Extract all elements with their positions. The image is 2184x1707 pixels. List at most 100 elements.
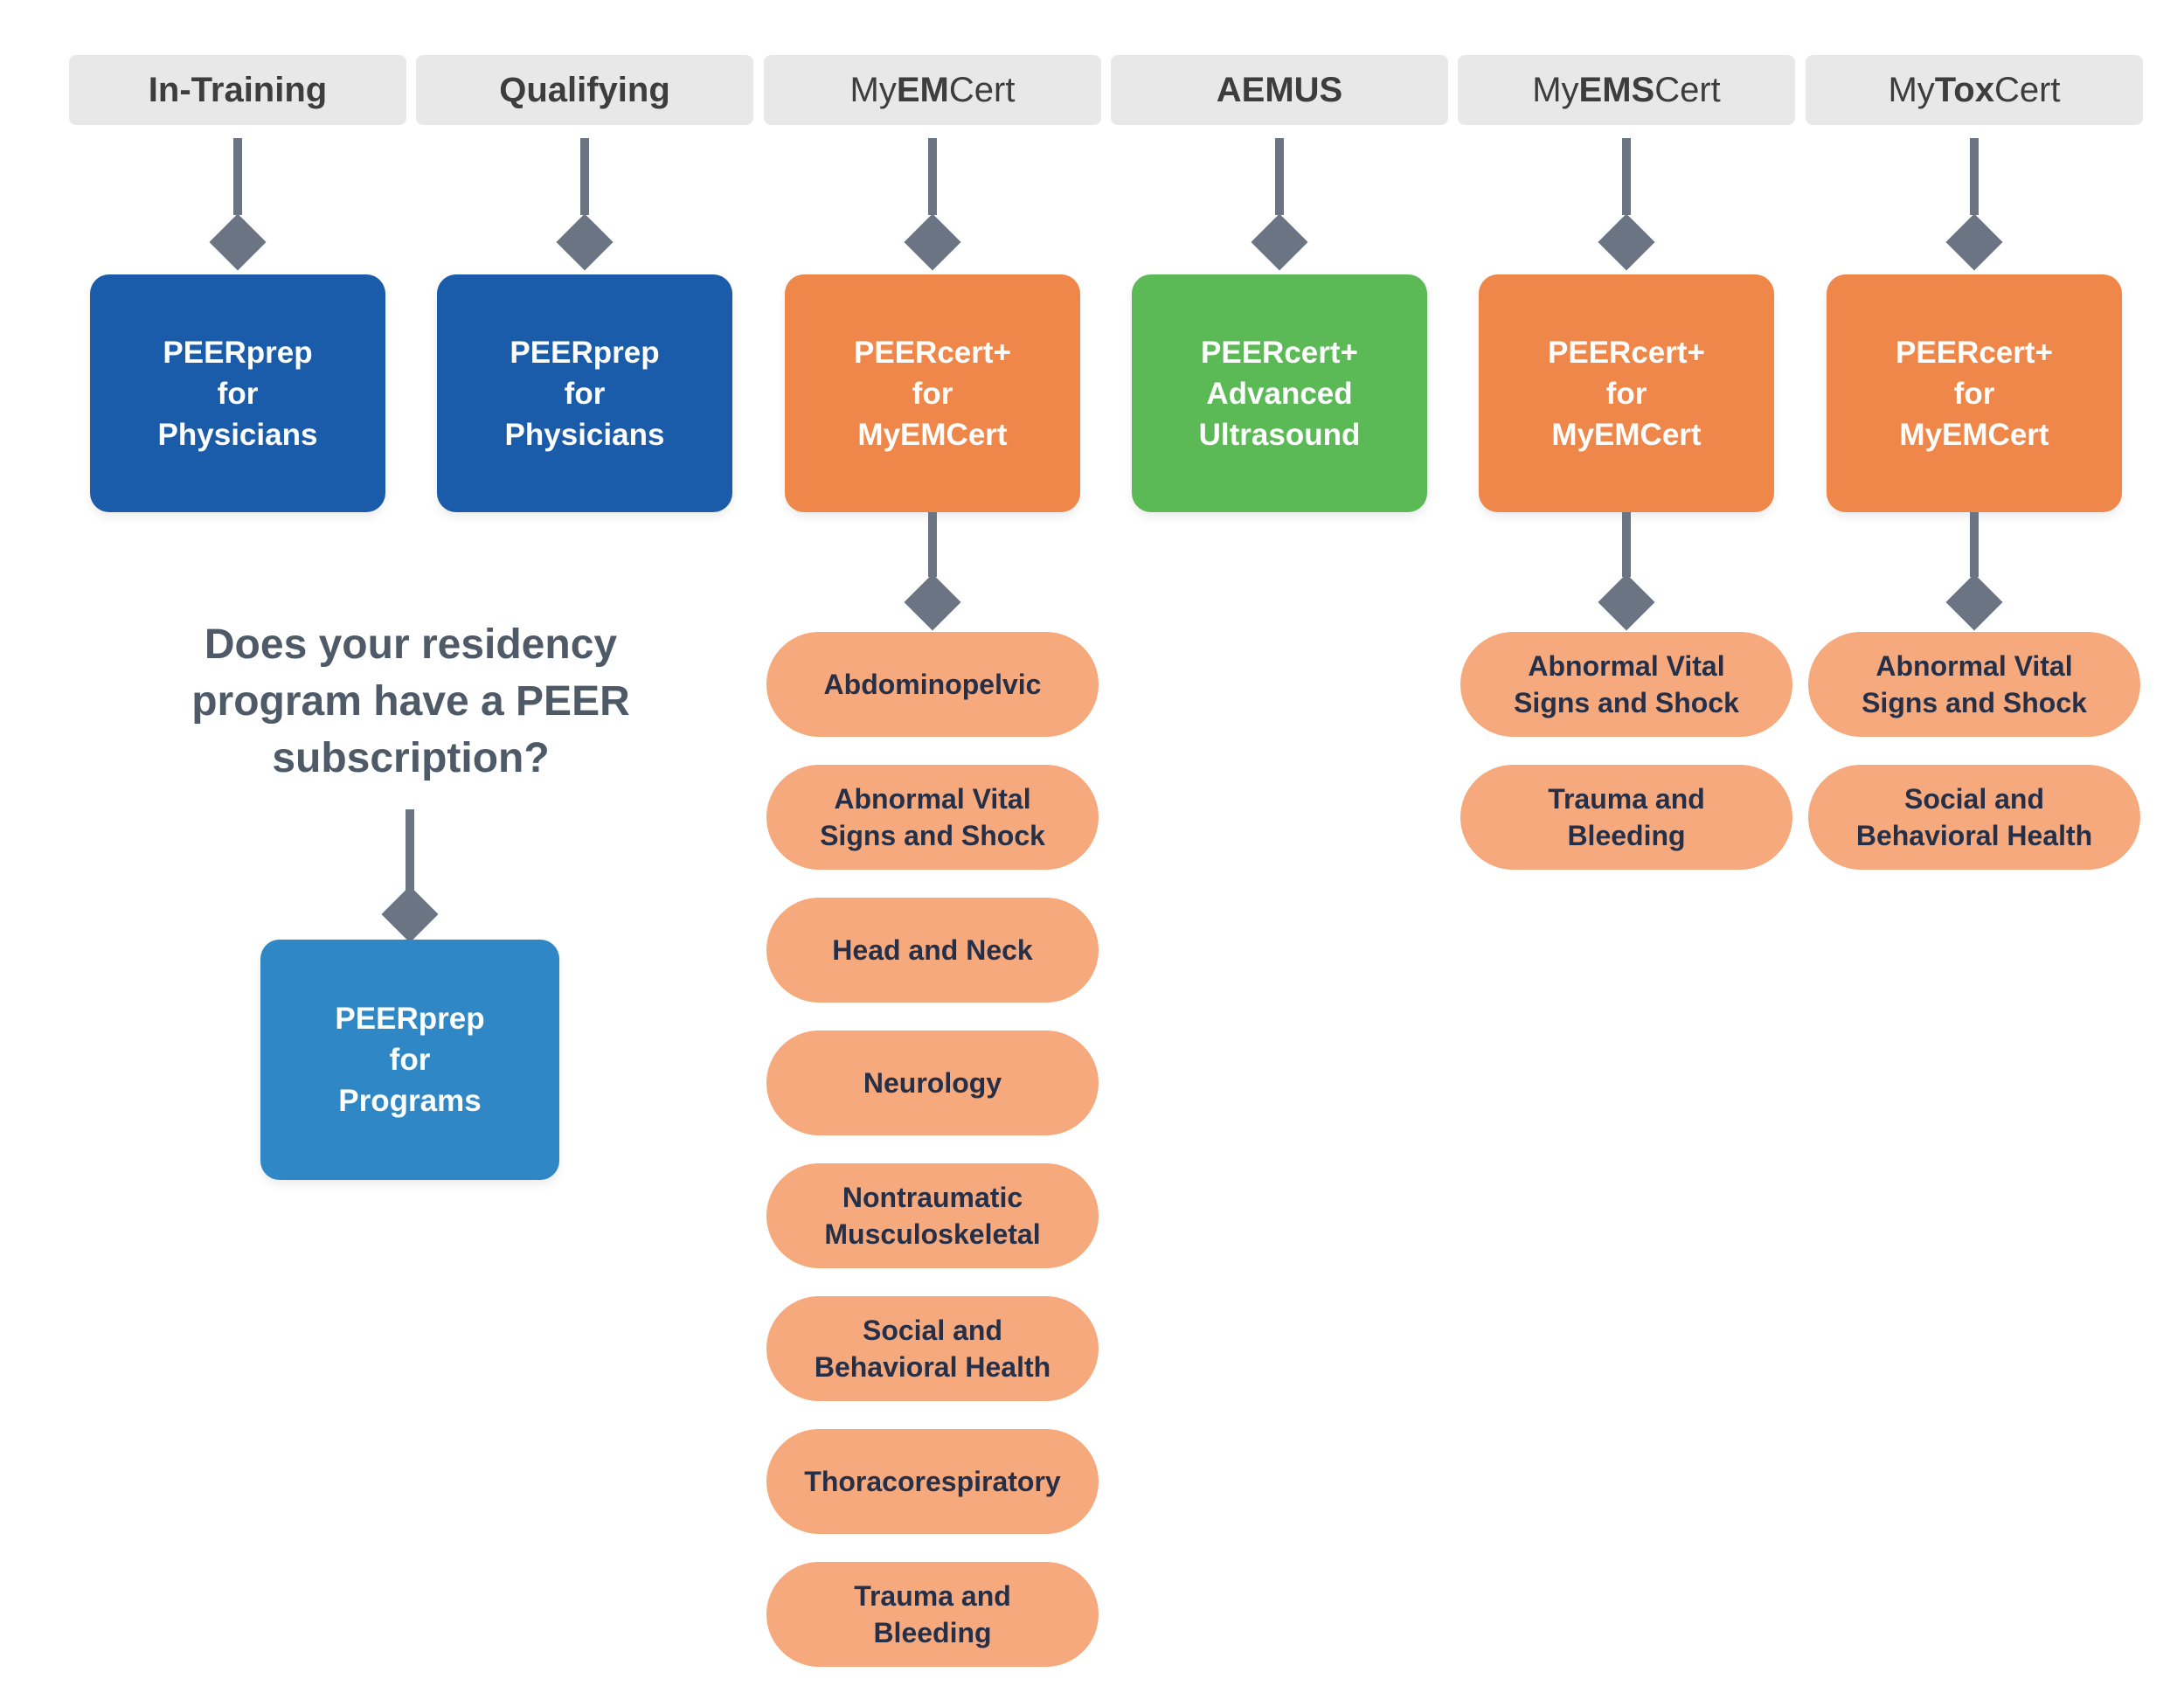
box-label-line: PEERcert+ bbox=[1201, 335, 1358, 370]
connector-diamond bbox=[381, 885, 439, 943]
pill-label-line: Nontraumatic bbox=[842, 1182, 1023, 1213]
module-pill: Head and Neck bbox=[766, 898, 1099, 1003]
box-label-line: Advanced bbox=[1206, 376, 1353, 411]
pill-label-line: Neurology bbox=[863, 1067, 1002, 1099]
pill-label-line: Head and Neck bbox=[832, 934, 1033, 966]
box-label-line: Physicians bbox=[157, 417, 318, 452]
connector-diamond bbox=[904, 573, 961, 631]
pill-label-line: Abdominopelvic bbox=[823, 669, 1042, 700]
pill-label-line: Abnormal Vital bbox=[834, 783, 1031, 815]
connector-diamond bbox=[1598, 213, 1655, 271]
box-label-line: PEERprep bbox=[163, 335, 313, 370]
column-header-text: My bbox=[1888, 70, 1935, 109]
pill-label-line: Musculoskeletal bbox=[824, 1218, 1041, 1250]
pill-label-line: Behavioral Health bbox=[1855, 820, 2093, 851]
module-pill: Abdominopelvic bbox=[766, 632, 1099, 737]
pill-label-line: Abnormal Vital bbox=[1875, 650, 2073, 682]
connector-line bbox=[1622, 512, 1631, 577]
pill-label-line: Thoracorespiratory bbox=[804, 1466, 1061, 1497]
connector-diamond bbox=[1251, 213, 1308, 271]
module-pill: Neurology bbox=[766, 1030, 1099, 1135]
pill-label-line: Signs and Shock bbox=[820, 820, 1045, 851]
pill-label-line: Social and bbox=[862, 1315, 1003, 1346]
column-header-text: In-Training bbox=[148, 70, 328, 109]
connector-diamond bbox=[209, 213, 267, 271]
pill-label-line: Social and bbox=[1903, 783, 2045, 815]
box-label-line: Programs bbox=[338, 1084, 482, 1118]
box-label-line: PEERcert+ bbox=[1548, 335, 1705, 370]
pill-label-line: Abnormal Vital bbox=[1528, 650, 1725, 682]
connector-diamond bbox=[904, 213, 961, 271]
box-label-line: for bbox=[1605, 376, 1647, 411]
pill-label-line: Signs and Shock bbox=[1862, 687, 2087, 718]
box-label-line: PEERprep bbox=[335, 1002, 485, 1036]
column-header: In-Training bbox=[69, 55, 406, 125]
pill-label-line: Trauma and bbox=[1548, 783, 1705, 815]
box-label-line: Ultrasound bbox=[1198, 417, 1361, 452]
column-header-text: EM bbox=[896, 70, 949, 109]
connector-diamond bbox=[1945, 213, 2003, 271]
connector-line bbox=[233, 138, 242, 215]
box-label-line: for bbox=[389, 1043, 431, 1077]
box-label-line: PEERcert+ bbox=[1896, 335, 2053, 370]
question-line: program have a PEER bbox=[191, 678, 630, 725]
box-label-line: for bbox=[1953, 376, 1995, 411]
connector-line bbox=[928, 512, 937, 577]
pill-label-line: Behavioral Health bbox=[814, 1351, 1051, 1383]
column-header-text: Cert bbox=[1654, 70, 1721, 109]
peerprep-for-programs-box: PEERprep for Programs bbox=[260, 940, 559, 1180]
connector-line bbox=[1970, 138, 1979, 215]
column-header-text: Tox bbox=[1934, 70, 1994, 109]
pill-label-line: Signs and Shock bbox=[1514, 687, 1739, 718]
box-label-line: for bbox=[217, 376, 259, 411]
box-label-line: Physicians bbox=[504, 417, 665, 452]
column-header-text: EMS bbox=[1578, 70, 1655, 109]
box-label-line: PEERcert+ bbox=[854, 335, 1011, 370]
residency-question: Does your residency program have a PEER … bbox=[105, 616, 717, 787]
connector-line bbox=[1970, 512, 1979, 577]
column-header-text: My bbox=[849, 70, 897, 109]
column-header-text: AEMUS bbox=[1216, 70, 1343, 109]
box-label-line: MyEMCert bbox=[1551, 417, 1702, 452]
column-header-text: My bbox=[1532, 70, 1579, 109]
connector-diamond bbox=[1598, 573, 1655, 631]
module-pill: Thoracorespiratory bbox=[766, 1429, 1099, 1534]
box-label-line: PEERprep bbox=[510, 335, 660, 370]
connector-diamond bbox=[556, 213, 614, 271]
box-label-line: MyEMCert bbox=[1899, 417, 2049, 452]
column-header-text: Cert bbox=[1993, 70, 2061, 109]
pill-label-line: Bleeding bbox=[1567, 820, 1686, 851]
box-label-line: MyEMCert bbox=[857, 417, 1008, 452]
connector-line bbox=[406, 809, 414, 890]
connector-line bbox=[928, 138, 937, 215]
connector-line bbox=[1275, 138, 1284, 215]
connector-diamond bbox=[1945, 573, 2003, 631]
box-label-line: for bbox=[564, 376, 606, 411]
pill-label-line: Bleeding bbox=[873, 1617, 992, 1648]
